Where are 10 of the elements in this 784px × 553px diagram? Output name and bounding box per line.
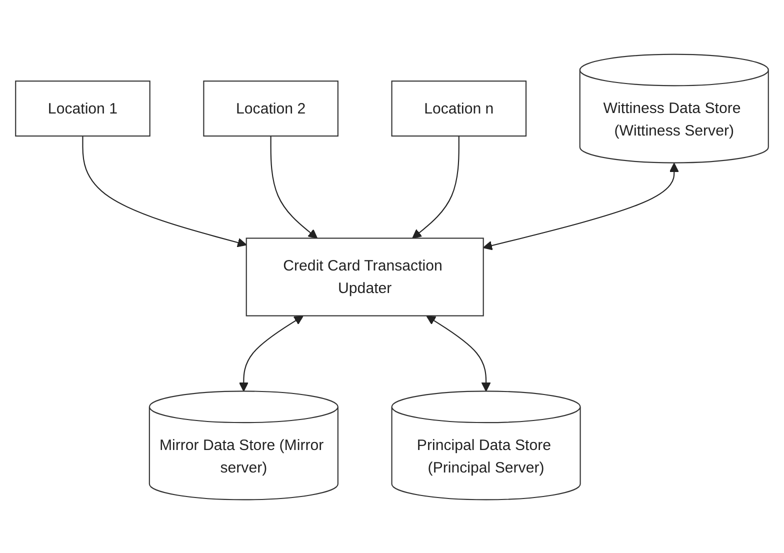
arrow bbox=[482, 162, 679, 250]
arrow bbox=[412, 136, 460, 238]
arrow bbox=[238, 315, 304, 392]
arrow bbox=[82, 136, 247, 247]
node-box: Location n bbox=[391, 80, 527, 136]
node-box: Location 1 bbox=[15, 80, 150, 136]
node-box: Location 2 bbox=[203, 80, 338, 136]
arrow bbox=[426, 315, 491, 392]
arrow bbox=[270, 136, 318, 238]
node-box: Credit Card Transaction Updater bbox=[246, 237, 484, 316]
